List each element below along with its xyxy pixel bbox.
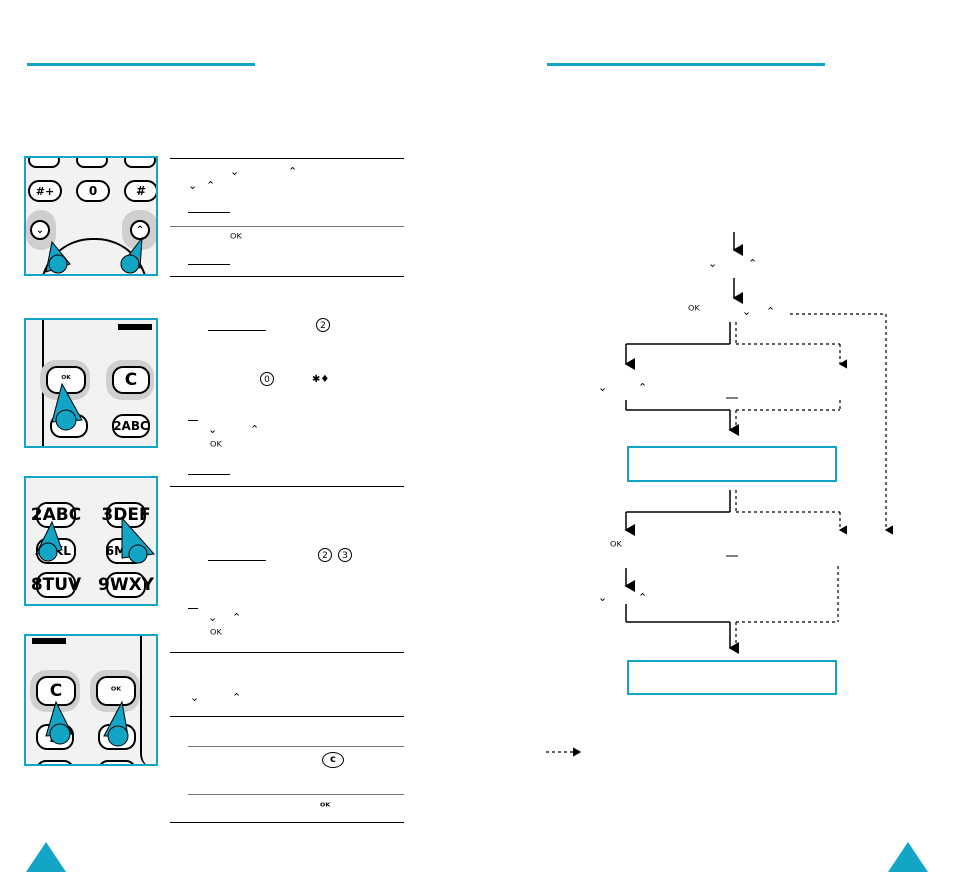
- pointer-markers: [45, 236, 143, 274]
- send-key-photo: ᴼᴷ C 2ABC: [24, 318, 158, 448]
- number-keys-photo: 2ABC 3DEF 5JKL 6MNO 8TUV 9WXY: [24, 476, 158, 606]
- two-key-icon: 2: [318, 548, 332, 562]
- three-key-icon: 3: [338, 548, 352, 562]
- two-abc-key: 2ABC: [112, 414, 150, 438]
- scroll-down-icon: ⌄: [598, 591, 608, 604]
- scroll-down-icon: ⌄: [708, 257, 718, 270]
- section-rule: [188, 794, 404, 795]
- right-header-rule: [547, 63, 825, 66]
- phone-body-edge: [140, 636, 156, 764]
- volume-keys-photo: #+ 0 # ⌄ ⌃: [24, 156, 158, 276]
- pointer-markers: [35, 516, 156, 564]
- handset-icon: ᴼᴷ: [210, 628, 222, 643]
- end-key-icon: ᴼᴷ: [320, 802, 331, 813]
- section-rule: [170, 822, 404, 823]
- underline: [188, 264, 230, 265]
- page-corner-right: [888, 842, 928, 872]
- flow-result-box-1: [627, 446, 837, 482]
- scroll-up-icon: ⌃: [232, 691, 242, 704]
- clear-end-keys-photo: C ᴼᴷ 2 3: [24, 634, 158, 766]
- zero-key-icon: 0: [260, 372, 274, 386]
- key-top-1: [28, 158, 60, 168]
- scroll-up-icon: ⌃: [232, 611, 242, 624]
- scroll-down-icon: ⌄: [188, 179, 198, 192]
- page-corner-left: [26, 842, 66, 872]
- section-rule: [170, 276, 404, 277]
- key-top-2: [76, 158, 108, 168]
- underline: [188, 474, 230, 475]
- clear-key: C: [112, 366, 150, 394]
- pointer-marker: [51, 382, 83, 431]
- pound-key: #: [124, 180, 156, 202]
- scroll-down-icon: ⌄: [598, 381, 608, 394]
- scroll-up-icon: ⌃: [638, 591, 648, 604]
- brand-logo: [32, 638, 66, 644]
- scroll-up-icon: ⌃: [206, 179, 216, 192]
- scroll-down-icon: ⌄: [742, 305, 752, 318]
- brand-logo: [118, 324, 152, 330]
- underline: [188, 608, 198, 609]
- scroll-up-icon: ⌃: [288, 165, 298, 178]
- handset-icon: ᴼᴷ: [688, 304, 700, 319]
- star-key-icon: ✱♦: [312, 374, 330, 385]
- scroll-up-icon: ⌃: [748, 257, 758, 270]
- end-key: ᴼᴷ: [96, 676, 136, 706]
- underline: [208, 560, 266, 561]
- section-rule: [170, 486, 404, 487]
- two-key-icon: 2: [316, 318, 330, 332]
- section-rule: [170, 716, 404, 717]
- clear-key-icon: c: [322, 752, 344, 768]
- scroll-down-icon: ⌄: [190, 691, 200, 704]
- hash-plus-key: #+: [28, 180, 62, 202]
- three-def-key: 3DEF: [101, 502, 151, 528]
- underline: [208, 330, 266, 331]
- zero-key: 0: [76, 180, 110, 202]
- two-abc-key: 2ABC: [31, 502, 81, 528]
- scroll-up-icon: ⌃: [638, 381, 648, 394]
- section-rule: [170, 226, 404, 227]
- left-header-rule: [27, 63, 255, 66]
- section-rule: [188, 746, 404, 747]
- scroll-down-icon: ⌄: [208, 423, 218, 436]
- scroll-down-icon: ⌄: [230, 165, 240, 178]
- flow-result-box-2: [627, 660, 837, 695]
- nine-wxy-key: 9WXY: [98, 572, 154, 598]
- handset-icon: ᴼᴷ: [230, 232, 242, 247]
- scroll-up-key: ⌃: [130, 220, 150, 240]
- scroll-down-icon: ⌄: [208, 611, 218, 624]
- scroll-up-icon: ⌃: [766, 305, 776, 318]
- eight-tuv-key: 8TUV: [31, 572, 81, 598]
- pointer-markers: [45, 700, 129, 747]
- scroll-down-key: ⌄: [30, 220, 50, 240]
- handset-icon: ᴼᴷ: [610, 540, 622, 555]
- underline: [188, 212, 230, 213]
- section-rule: [170, 652, 404, 653]
- section-rule: [170, 158, 404, 159]
- underline: [188, 420, 198, 421]
- handset-icon: ᴼᴷ: [210, 440, 222, 455]
- scroll-up-icon: ⌃: [250, 423, 260, 436]
- key-top-3: [124, 158, 156, 168]
